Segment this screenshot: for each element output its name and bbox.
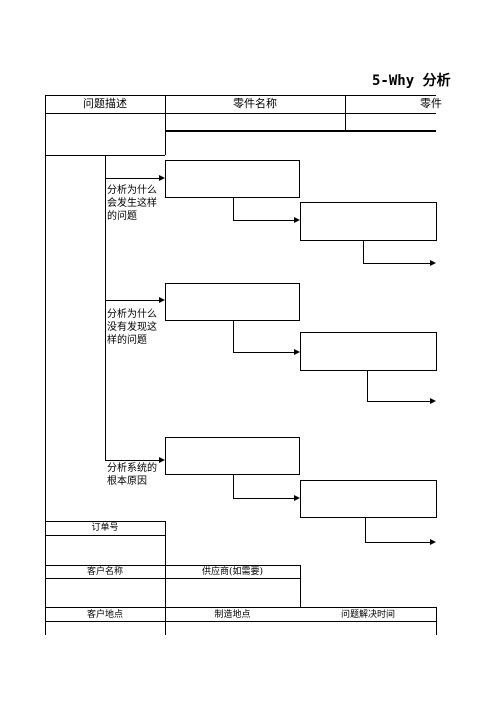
manufacturing-location-cell[interactable] — [166, 622, 299, 634]
arrow-right-icon — [294, 495, 300, 501]
customer-name-label: 客户名称 — [86, 567, 123, 577]
customer-location-cell[interactable] — [46, 622, 164, 634]
arrow-right-icon — [294, 217, 300, 223]
resolution-time-label: 问题解决时间 — [340, 610, 395, 620]
why-box-1[interactable] — [165, 160, 300, 198]
page-title: 5-Why 分析 — [372, 73, 451, 89]
order-number-label: 订单号 — [91, 523, 119, 533]
supplier-cell[interactable] — [166, 579, 299, 606]
why-box-1[interactable] — [165, 437, 300, 475]
section-label: 分析为什么 会发生这样 的问题 — [107, 185, 157, 222]
manufacturing-location-label: 制造地点 — [214, 610, 251, 620]
arrow-right-icon — [430, 260, 436, 266]
main-connector-line — [105, 155, 106, 460]
problem-description-header: 问题描述 — [83, 97, 127, 110]
why-box-1[interactable] — [165, 283, 300, 321]
part-number-header: 零件 — [420, 97, 442, 110]
arrow-right-icon — [430, 539, 436, 545]
part-name-header: 零件名称 — [233, 97, 277, 110]
order-number-cell[interactable] — [46, 536, 164, 564]
arrow-right-icon — [430, 398, 436, 404]
arrow-right-icon — [159, 175, 165, 181]
arrow-right-icon — [159, 297, 165, 303]
customer-name-cell[interactable] — [46, 579, 164, 606]
why-box-2[interactable] — [300, 202, 437, 241]
arrow-right-icon — [159, 457, 165, 463]
section-label: 分析系统的 根本原因 — [107, 463, 157, 487]
part-number-cell[interactable] — [346, 114, 435, 129]
problem-description-cell[interactable] — [46, 114, 164, 154]
why-box-2[interactable] — [300, 332, 437, 371]
why-box-2[interactable] — [300, 480, 437, 518]
resolution-time-cell[interactable] — [301, 622, 435, 634]
arrow-right-icon — [294, 349, 300, 355]
section-label: 分析为什么 没有发现这 样的问题 — [107, 309, 157, 346]
part-name-cell[interactable] — [166, 114, 344, 129]
customer-location-label: 客户地点 — [86, 610, 123, 620]
supplier-label: 供应商(如需要) — [201, 567, 264, 577]
